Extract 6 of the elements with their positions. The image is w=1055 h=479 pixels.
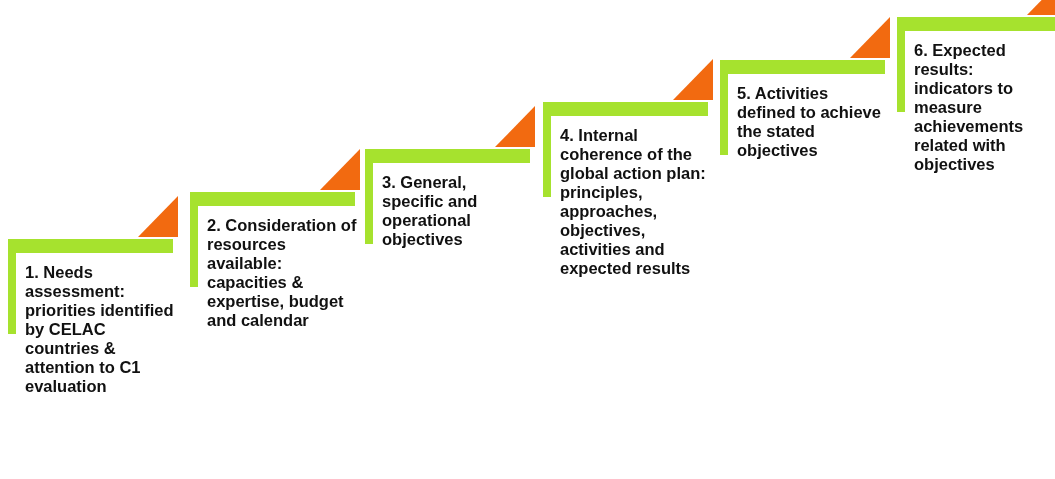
step-text: 4. Internal coherence of the global action plan: principles, approaches, objectives, activities and expected results <box>560 126 710 278</box>
step-text: 1. Needs assessment: priorities identified by CELAC countries & attention to C1 evaluation <box>25 263 175 396</box>
step-text: 3. General, specific and operational objectives <box>382 173 532 249</box>
step-text: 6. Expected results: indicators to measure achievements related with objectives <box>914 41 1040 174</box>
step-text: 2. Consideration of resources available: capacities & expertise, budget and calendar <box>207 216 357 330</box>
step-text: 5. Activities defined to achieve the stated objectives <box>737 84 887 160</box>
